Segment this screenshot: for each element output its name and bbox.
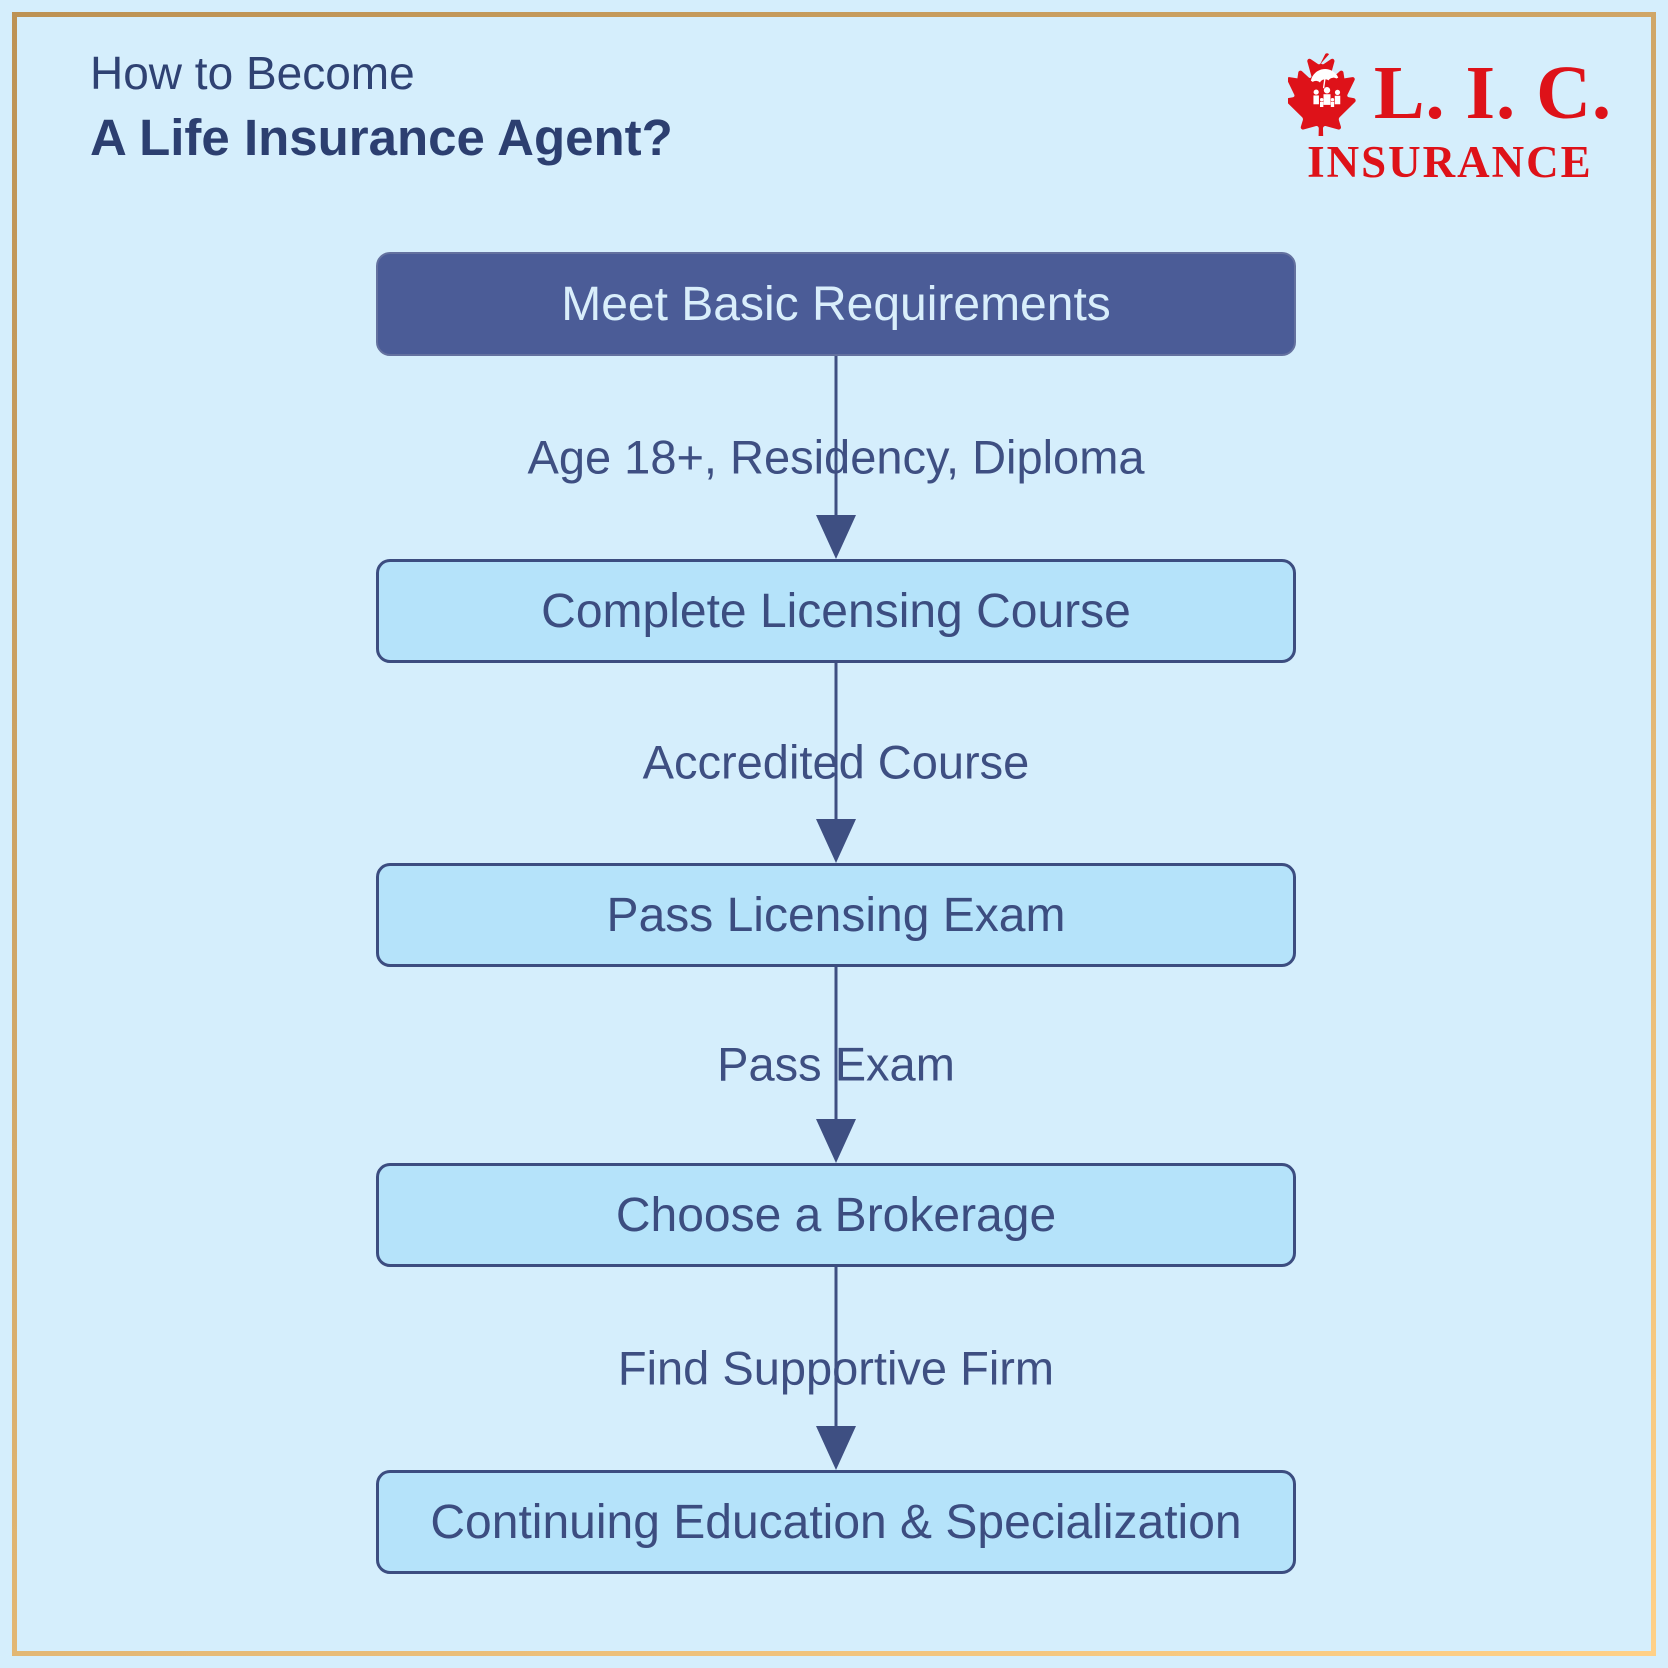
connector-line: [834, 1267, 838, 1432]
connector-2: Accredited Course: [376, 663, 1296, 863]
maple-leaf-icon: [1287, 53, 1356, 136]
step-label: Complete Licensing Course: [541, 584, 1131, 638]
connector-3: Pass Exam: [376, 967, 1296, 1163]
logo-name: INSURANCE: [1307, 137, 1593, 187]
page-title-line1: How to Become: [90, 47, 415, 99]
connector-4: Find Supportive Firm: [376, 1267, 1296, 1470]
connector-1: Age 18+, Residency, Diploma: [376, 356, 1296, 559]
arrow-down-icon: [816, 1119, 856, 1163]
step-label: Choose a Brokerage: [615, 1188, 1057, 1242]
connector-label: Age 18+, Residency, Diploma: [527, 429, 1145, 483]
step-complete-licensing-course: Complete Licensing Course: [376, 559, 1296, 663]
arrow-down-icon: [816, 819, 856, 863]
page-title: How to Become A Life Insurance Agent?: [90, 46, 673, 168]
step-meet-basic-requirements: Meet Basic Requirements: [376, 252, 1296, 356]
step-choose-a-brokerage: Choose a Brokerage: [376, 1163, 1296, 1267]
lic-logo: L. I. C. INSURANCE: [1287, 50, 1612, 187]
step-label: Continuing Education & Specialization: [430, 1495, 1242, 1549]
step-label: Meet Basic Requirements: [561, 277, 1111, 331]
connector-line: [834, 663, 838, 825]
step-label: Pass Licensing Exam: [606, 888, 1066, 942]
logo-acronym: L. I. C.: [1373, 51, 1612, 135]
step-continuing-education-specialization: Continuing Education & Specialization: [376, 1470, 1296, 1574]
connector-line: [834, 967, 838, 1125]
connector-label: Find Supportive Firm: [617, 1340, 1055, 1394]
family-under-umbrella-glyph: [1310, 69, 1341, 108]
connector-label: Pass Exam: [717, 1037, 955, 1091]
connector-line: [834, 356, 838, 521]
logo-row: L. I. C.: [1287, 50, 1612, 136]
flowchart: Meet Basic Requirements Age 18+, Residen…: [376, 0, 1296, 1668]
arrow-down-icon: [816, 1426, 856, 1470]
arrow-down-icon: [816, 515, 856, 559]
step-pass-licensing-exam: Pass Licensing Exam: [376, 863, 1296, 967]
connector-label: Accredited Course: [642, 735, 1030, 789]
page-title-line2: A Life Insurance Agent?: [90, 109, 673, 167]
